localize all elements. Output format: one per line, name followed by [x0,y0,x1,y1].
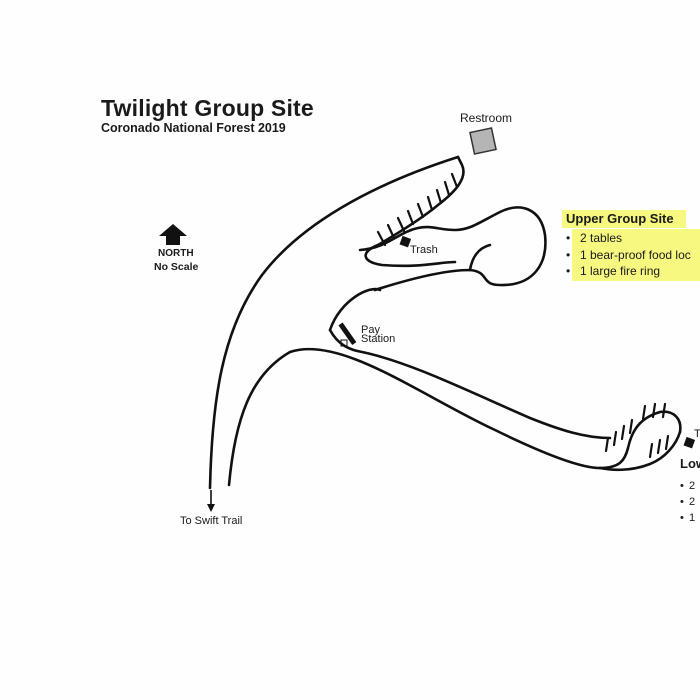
pay-station-label-line2: Station [361,333,396,345]
upper-loop-outer [358,206,547,292]
list-item: •1 bear-proof food loc [566,247,691,262]
map-subtitle: Coronado National Forest 2019 [101,121,286,135]
main-road-east-edge [227,347,602,487]
lower-group-heading: Low [680,456,700,471]
scale-note: No Scale [154,261,199,273]
pay-station-icon [338,322,357,347]
upper-group-amenities: •2 tables •1 bear-proof food loc •1 larg… [566,230,691,280]
map-title: Twilight Group Site [101,95,314,121]
trash-icon [399,235,412,248]
trash-label: Trash [410,244,438,256]
pay-station-label-line1: Pay [361,324,380,336]
list-item: •2 tables [566,231,623,245]
pay-station-label: Pay Station [361,324,396,345]
upper-parking-stalls [376,172,459,247]
restroom-label: Restroom [460,111,513,125]
lower-spur-return [598,430,682,472]
lower-site-marker-icon [683,436,696,449]
lower-spur-edge [598,410,682,470]
highlight-heading [562,210,686,228]
north-label: NORTH [158,248,194,259]
list-item: •2 [680,496,696,508]
list-item: •1 [680,512,696,524]
restroom-icon [469,127,497,155]
upper-group-heading: Upper Group Site [566,211,674,226]
arrow-down-icon [207,490,215,512]
lower-cutoff-label: T [694,428,700,440]
main-road-west-edge [208,155,460,490]
highlight-list [572,229,700,281]
lower-group-amenities: •2 •2 •1 [680,478,695,526]
lower-parking-stalls [604,402,670,459]
road-destination-label: To Swift Trail [180,515,243,527]
north-arrow-icon [159,224,187,245]
pay-spur-edge [328,328,612,440]
list-item: •1 large fire ring [566,264,661,278]
list-item: •2 [680,480,696,492]
upper-loop-inner [468,243,492,272]
